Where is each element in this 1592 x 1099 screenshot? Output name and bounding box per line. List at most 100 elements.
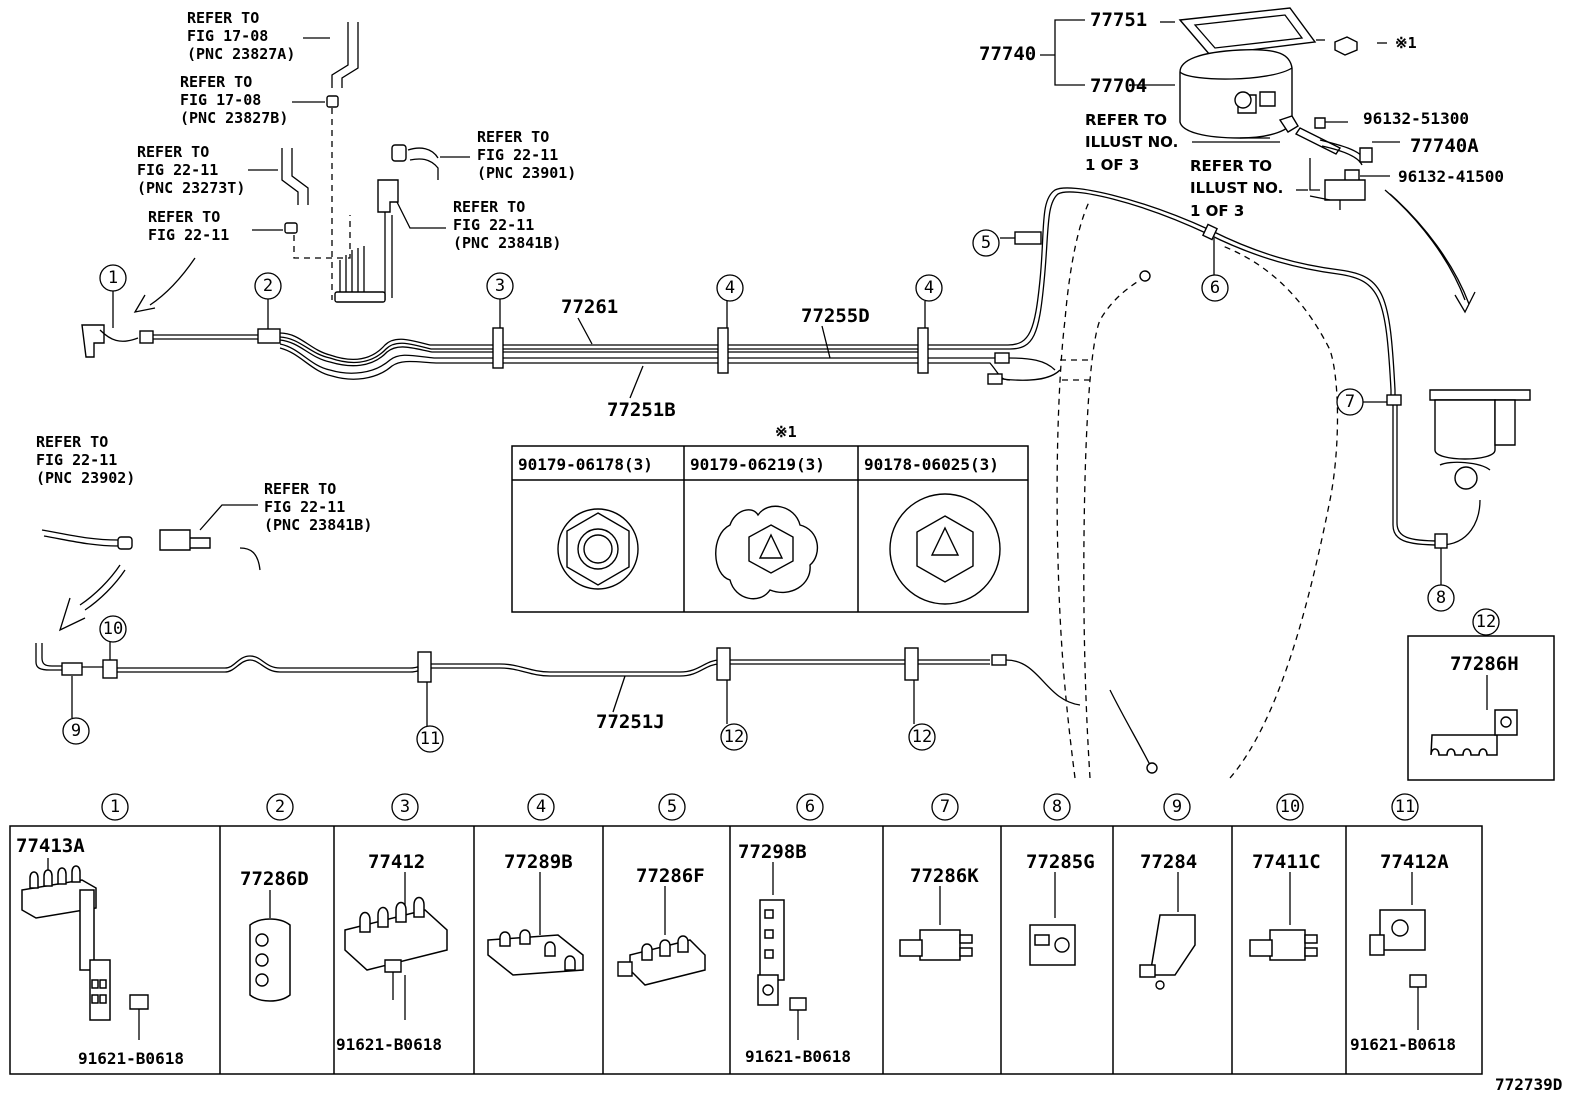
label-77704: 77704 <box>1090 75 1147 97</box>
legend-part-77298b: 77298B <box>738 841 807 863</box>
legend-num-7: 7 <box>931 793 959 821</box>
legend-num-5: 5 <box>658 793 686 821</box>
flange-nut-icon <box>715 505 819 600</box>
label-77255d: 77255D <box>801 305 870 327</box>
ref-fig-22-11-23841b: REFER TO FIG 22-11 (PNC 23841B) <box>453 198 561 252</box>
label-77286h: 77286H <box>1450 653 1519 675</box>
legend-part-77285g: 77285G <box>1026 851 1095 873</box>
legend-num-1: 1 <box>101 793 129 821</box>
ref-illust-1-of-3-b: REFER TO ILLUST NO. 1 OF 3 <box>1190 157 1283 220</box>
legend-num-6: 6 <box>796 793 824 821</box>
legend-part-77412a: 77412A <box>1380 851 1449 873</box>
svg-text:REFER TO: REFER TO <box>1190 157 1272 175</box>
fastener-header-1: 90179-06178(3) <box>518 455 653 474</box>
svg-text:2: 2 <box>263 276 273 296</box>
svg-text:FIG 22-11: FIG 22-11 <box>264 498 345 516</box>
callout-12-key: 12 <box>1472 608 1500 636</box>
svg-text:(PNC 23273T): (PNC 23273T) <box>137 179 245 197</box>
clamp-77286f-icon <box>617 886 706 986</box>
callout-12a: 12 <box>720 723 748 751</box>
clamp-77286k-icon <box>899 886 973 961</box>
fastener-table: ※1 90179-06178(3) 90179-06219(3) 90178-0… <box>511 423 1029 613</box>
callout-2: 2 <box>254 272 282 300</box>
legend-num-10: 10 <box>1276 793 1304 821</box>
brake-line-assembly-lower <box>35 643 1158 774</box>
legend-num-4: 4 <box>527 793 555 821</box>
svg-text:1: 1 <box>110 797 120 817</box>
clamp-77289b-icon <box>487 872 584 976</box>
legend-part-77289b: 77289B <box>504 851 573 873</box>
svg-text:FIG 22-11: FIG 22-11 <box>137 161 218 179</box>
legend-part-77412: 77412 <box>368 851 425 873</box>
svg-text:6: 6 <box>1210 278 1220 298</box>
svg-text:1 OF 3: 1 OF 3 <box>1190 202 1244 220</box>
label-96132-41500: 96132-41500 <box>1398 167 1504 186</box>
svg-text:7: 7 <box>940 797 950 817</box>
callout-3: 3 <box>486 272 514 300</box>
clamp-77411c-icon <box>1249 872 1318 961</box>
callout-9: 9 <box>62 717 90 745</box>
svg-text:ILLUST NO.: ILLUST NO. <box>1085 133 1178 151</box>
legend-bolt-1: 91621-B0618 <box>78 1049 184 1068</box>
legend-part-77286f: 77286F <box>636 865 705 887</box>
label-77751: 77751 <box>1090 9 1147 31</box>
legend-part-77286k: 77286K <box>910 865 979 887</box>
legend-part-77411c: 77411C <box>1252 851 1321 873</box>
callout-1: 1 <box>99 264 127 292</box>
fastener-header-3: 90178-06025(3) <box>864 455 999 474</box>
label-77740a: 77740A <box>1410 135 1479 157</box>
clamp-77412a-icon <box>1369 872 1427 1030</box>
svg-text:2: 2 <box>275 797 285 817</box>
clamp-77285g-icon <box>1029 872 1076 966</box>
svg-text:REFER TO: REFER TO <box>180 73 252 91</box>
svg-text:FIG 22-11: FIG 22-11 <box>36 451 117 469</box>
ref-fig-22-11-23841b-lower: REFER TO FIG 22-11 (PNC 23841B) <box>264 480 372 534</box>
svg-text:FIG 22-11: FIG 22-11 <box>477 146 558 164</box>
svg-text:5: 5 <box>981 233 991 253</box>
legend-num-2: 2 <box>266 793 294 821</box>
callout-8: 8 <box>1427 584 1455 612</box>
label-77261: 77261 <box>561 296 618 318</box>
hex-nut-icon <box>557 508 639 590</box>
svg-text:12: 12 <box>1476 612 1496 632</box>
legend-num-3: 3 <box>391 793 419 821</box>
svg-text:4: 4 <box>725 278 735 298</box>
svg-text:4: 4 <box>536 797 546 817</box>
svg-text:FIG 22-11: FIG 22-11 <box>453 216 534 234</box>
legend-num-9: 9 <box>1163 793 1191 821</box>
svg-text:11: 11 <box>420 729 440 749</box>
callout-6: 6 <box>1201 274 1229 302</box>
svg-text:8: 8 <box>1052 797 1062 817</box>
clamp-77412-icon <box>344 872 448 1020</box>
svg-text:FIG 17-08: FIG 17-08 <box>187 27 268 45</box>
svg-text:REFER TO: REFER TO <box>477 128 549 146</box>
clamp-77286d-icon <box>249 890 291 1002</box>
svg-text:7: 7 <box>1345 392 1355 412</box>
svg-text:(PNC 23841B): (PNC 23841B) <box>264 516 372 534</box>
svg-text:9: 9 <box>71 721 81 741</box>
clamp-77298b-icon <box>757 862 807 1040</box>
svg-text:(PNC 23841B): (PNC 23841B) <box>453 234 561 252</box>
label-96132-51300: 96132-51300 <box>1363 109 1469 128</box>
svg-text:(PNC 23901): (PNC 23901) <box>477 164 576 182</box>
svg-text:REFER TO: REFER TO <box>148 208 220 226</box>
svg-text:11: 11 <box>1395 797 1415 817</box>
svg-text:12: 12 <box>912 727 932 747</box>
ref-fig-22-11-23901: REFER TO FIG 22-11 (PNC 23901) <box>477 128 576 182</box>
ref-fig-22-11-23902: REFER TO FIG 22-11 (PNC 23902) <box>36 433 135 487</box>
label-77251b: 77251B <box>607 399 676 421</box>
legend-bolt-3: 91621-B0618 <box>336 1035 442 1054</box>
svg-text:1 OF 3: 1 OF 3 <box>1085 156 1139 174</box>
svg-text:FIG 17-08: FIG 17-08 <box>180 91 261 109</box>
svg-text:REFER TO: REFER TO <box>137 143 209 161</box>
svg-text:10: 10 <box>103 619 123 639</box>
svg-text:REFER TO: REFER TO <box>264 480 336 498</box>
callout-4a: 4 <box>716 274 744 302</box>
charcoal-canister-assembly <box>1040 7 1387 139</box>
label-mark1-top: ※1 <box>1395 34 1417 52</box>
svg-text:3: 3 <box>495 276 505 296</box>
svg-text:REFER TO: REFER TO <box>187 9 259 27</box>
legend-bolt-6: 91621-B0618 <box>745 1047 851 1066</box>
svg-text:REFER TO: REFER TO <box>1085 111 1167 129</box>
